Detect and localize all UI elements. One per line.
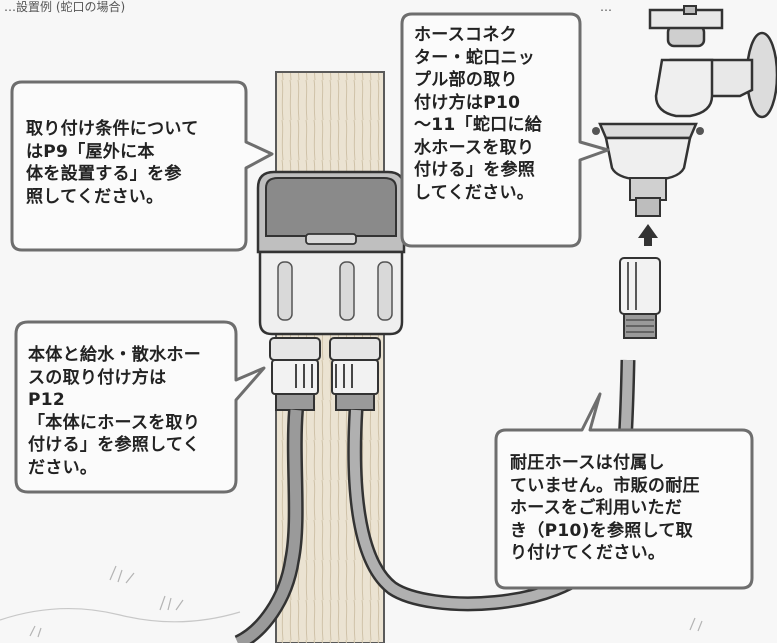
header-fragment-right: … (600, 0, 612, 14)
header-fragment-left: …設置例 (蛇口の場合) (4, 0, 126, 14)
callout-pressure-hose: 耐圧ホースは付属し ていません。市販の耐圧 ホースをご利用いただ き（P10)を… (510, 453, 700, 563)
header-strip: …設置例 (蛇口の場合) … (0, 0, 777, 14)
faucet (592, 5, 777, 217)
callout-body-hose: 本体と給水・散水ホー スの取り付け方は P12 「本体にホースを取り 付ける」を… (28, 345, 201, 478)
left-hose (234, 409, 304, 643)
callout-hose-connector: ホースコネク ター・蛇口ニッ プル部の取り 付け方はP10 ～11「蛇口に給 水… (414, 25, 543, 203)
callout-pressure-hose-bubble (494, 392, 754, 590)
right-hose-connector (329, 337, 381, 411)
controller-unit (256, 170, 406, 336)
left-hose-connector (269, 337, 321, 411)
connect-arrow-icon (638, 224, 658, 246)
ground-texture (0, 565, 703, 638)
callout-install-conditions-bubble (10, 80, 274, 252)
callout-body-hose-bubble (14, 320, 266, 494)
callout-hose-connector-bubble (400, 12, 610, 248)
pressure-hose-connector (619, 257, 661, 339)
callout-install-conditions: 取り付け条件について はP9「屋外に本 体を設置する」を参 照してください。 (26, 119, 199, 207)
